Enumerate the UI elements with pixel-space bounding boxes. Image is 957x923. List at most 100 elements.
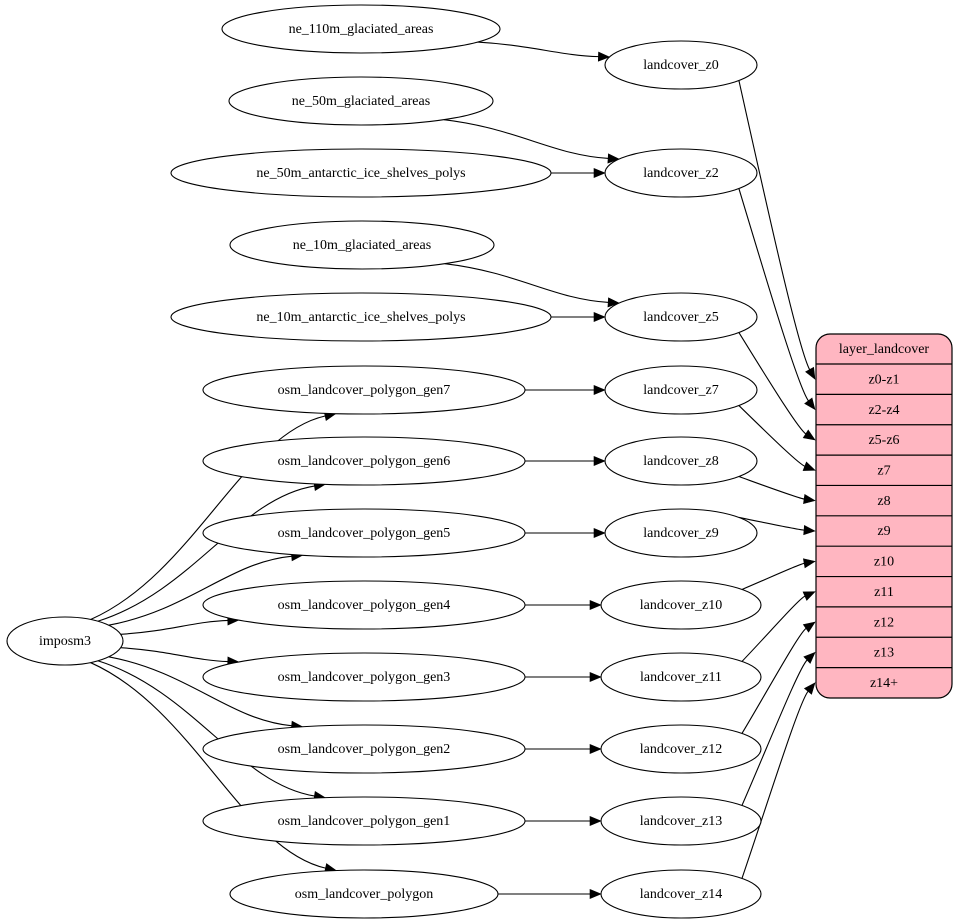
edge-arrowhead: [593, 527, 606, 539]
node-label: ne_50m_glaciated_areas: [292, 94, 430, 109]
edge-imposm3-to-osm_landcover_polygon_gen7: [90, 415, 326, 620]
node-ellipse[interactable]: [202, 436, 526, 486]
edge-landcover_z14-to-layer_landcover_z14_: [741, 690, 809, 879]
edge-arrowhead: [589, 599, 602, 611]
node-landcover_z12[interactable]: landcover_z12: [600, 724, 762, 774]
edge-arrowhead: [802, 558, 816, 569]
node-ellipse[interactable]: [202, 580, 526, 630]
node-osm_landcover_polygon_gen1[interactable]: osm_landcover_polygon_gen1: [202, 796, 526, 846]
edge-arrowhead: [589, 888, 602, 900]
node-ellipse[interactable]: [202, 724, 526, 774]
node-ellipse[interactable]: [604, 292, 758, 342]
table-row[interactable]: z2-z4: [816, 394, 952, 424]
node-ellipse[interactable]: [600, 869, 762, 919]
edge-landcover_z0-to-layer_landcover_z0-z1: [738, 80, 811, 371]
table-row[interactable]: z5-z6: [816, 425, 952, 455]
node-landcover_z2[interactable]: landcover_z2: [604, 148, 758, 198]
table-cell-label: z5-z6: [868, 433, 899, 448]
table-cell-label: z14+: [870, 676, 898, 691]
node-ellipse[interactable]: [170, 292, 552, 342]
table-header-label: layer_landcover: [839, 342, 930, 357]
node-ne_50m_glaciated_areas[interactable]: ne_50m_glaciated_areas: [228, 76, 494, 126]
node-osm_landcover_polygon_gen5[interactable]: osm_landcover_polygon_gen5: [202, 508, 526, 558]
node-ne_110m_glaciated_areas[interactable]: ne_110m_glaciated_areas: [221, 4, 501, 54]
node-ellipse[interactable]: [229, 869, 499, 919]
node-osm_landcover_polygon_gen4[interactable]: osm_landcover_polygon_gen4: [202, 580, 526, 630]
table-row[interactable]: z14+: [816, 668, 952, 698]
node-osm_landcover_polygon[interactable]: osm_landcover_polygon: [229, 869, 499, 919]
table-row[interactable]: z10: [816, 546, 952, 576]
node-ellipse[interactable]: [604, 508, 758, 558]
table-row[interactable]: z12: [816, 607, 952, 637]
node-ne_10m_glaciated_areas[interactable]: ne_10m_glaciated_areas: [229, 220, 495, 270]
edge-landcover_z13-to-layer_landcover_z13: [741, 659, 808, 806]
node-ellipse[interactable]: [604, 148, 758, 198]
node-ellipse[interactable]: [600, 652, 762, 702]
node-osm_landcover_polygon_gen2[interactable]: osm_landcover_polygon_gen2: [202, 724, 526, 774]
node-ellipse[interactable]: [6, 616, 124, 666]
node-osm_landcover_polygon_gen7[interactable]: osm_landcover_polygon_gen7: [202, 365, 526, 415]
node-ellipse[interactable]: [600, 580, 762, 630]
edge-arrowhead: [593, 455, 606, 467]
table-cell-label: z9: [877, 524, 890, 539]
table-cell-label: z0-z1: [868, 372, 899, 387]
node-ellipse[interactable]: [229, 220, 495, 270]
node-label: landcover_z14: [640, 887, 722, 902]
edge-imposm3-to-osm_landcover_polygon_gen1: [97, 660, 316, 797]
node-label: osm_landcover_polygon_gen4: [278, 598, 451, 613]
node-ellipse[interactable]: [604, 436, 758, 486]
edge-ne_50m_glaciated_areas-to-landcover_z2: [443, 119, 609, 160]
node-ne_10m_antarctic_ice_shelves_polys[interactable]: ne_10m_antarctic_ice_shelves_polys: [170, 292, 552, 342]
table-row[interactable]: z9: [816, 516, 952, 546]
node-ellipse[interactable]: [228, 76, 494, 126]
node-imposm3[interactable]: imposm3: [6, 616, 124, 666]
node-landcover_z13[interactable]: landcover_z13: [600, 796, 762, 846]
node-osm_landcover_polygon_gen6[interactable]: osm_landcover_polygon_gen6: [202, 436, 526, 486]
node-ellipse[interactable]: [170, 148, 552, 198]
node-label: osm_landcover_polygon_gen3: [278, 670, 451, 685]
edge-arrowhead: [589, 815, 602, 827]
node-ellipse[interactable]: [604, 365, 758, 415]
node-landcover_z0[interactable]: landcover_z0: [604, 40, 758, 90]
node-label: landcover_z9: [643, 526, 718, 541]
node-landcover_z11[interactable]: landcover_z11: [600, 652, 762, 702]
node-ellipse[interactable]: [604, 40, 758, 90]
node-ellipse[interactable]: [600, 796, 762, 846]
node-ellipse[interactable]: [202, 365, 526, 415]
table-row[interactable]: z7: [816, 455, 952, 485]
edge-landcover_z5-to-layer_landcover_z5-z6: [738, 332, 807, 435]
node-label: landcover_z13: [640, 814, 722, 829]
node-ellipse[interactable]: [202, 508, 526, 558]
edge-arrowhead: [593, 311, 606, 323]
node-landcover_z5[interactable]: landcover_z5: [604, 292, 758, 342]
table-row[interactable]: z11: [816, 577, 952, 607]
node-osm_landcover_polygon_gen3[interactable]: osm_landcover_polygon_gen3: [202, 652, 526, 702]
table-row[interactable]: z0-z1: [816, 364, 952, 394]
node-ellipse[interactable]: [600, 724, 762, 774]
table-row[interactable]: z13: [816, 637, 952, 667]
edge-arrowhead: [804, 397, 816, 411]
node-label: osm_landcover_polygon_gen2: [278, 742, 451, 757]
node-ellipse[interactable]: [221, 4, 501, 54]
node-landcover_z9[interactable]: landcover_z9: [604, 508, 758, 558]
node-landcover_z7[interactable]: landcover_z7: [604, 365, 758, 415]
edge-arrowhead: [593, 384, 606, 396]
edge-landcover_z9-to-layer_landcover_z9: [738, 516, 805, 531]
node-ne_50m_antarctic_ice_shelves_polys[interactable]: ne_50m_antarctic_ice_shelves_polys: [170, 148, 552, 198]
edge-landcover_z8-to-layer_landcover_z8: [738, 476, 805, 500]
node-ellipse[interactable]: [202, 796, 526, 846]
edge-arrowhead: [593, 167, 606, 179]
node-landcover_z14[interactable]: landcover_z14: [600, 869, 762, 919]
node-label: ne_50m_antarctic_ice_shelves_polys: [256, 166, 465, 181]
table-cell-label: z11: [874, 585, 894, 600]
node-label: osm_landcover_polygon_gen1: [278, 814, 451, 829]
edge-ne_10m_glaciated_areas-to-landcover_z5: [444, 263, 609, 303]
edge-imposm3-to-osm_landcover_polygon_gen5: [108, 555, 293, 626]
table-row[interactable]: z8: [816, 485, 952, 515]
node-landcover_z10[interactable]: landcover_z10: [600, 580, 762, 630]
node-landcover_z8[interactable]: landcover_z8: [604, 436, 758, 486]
node-ellipse[interactable]: [202, 652, 526, 702]
nodes-layer: ne_110m_glaciated_areas ne_50m_glaciated_…: [6, 4, 762, 919]
